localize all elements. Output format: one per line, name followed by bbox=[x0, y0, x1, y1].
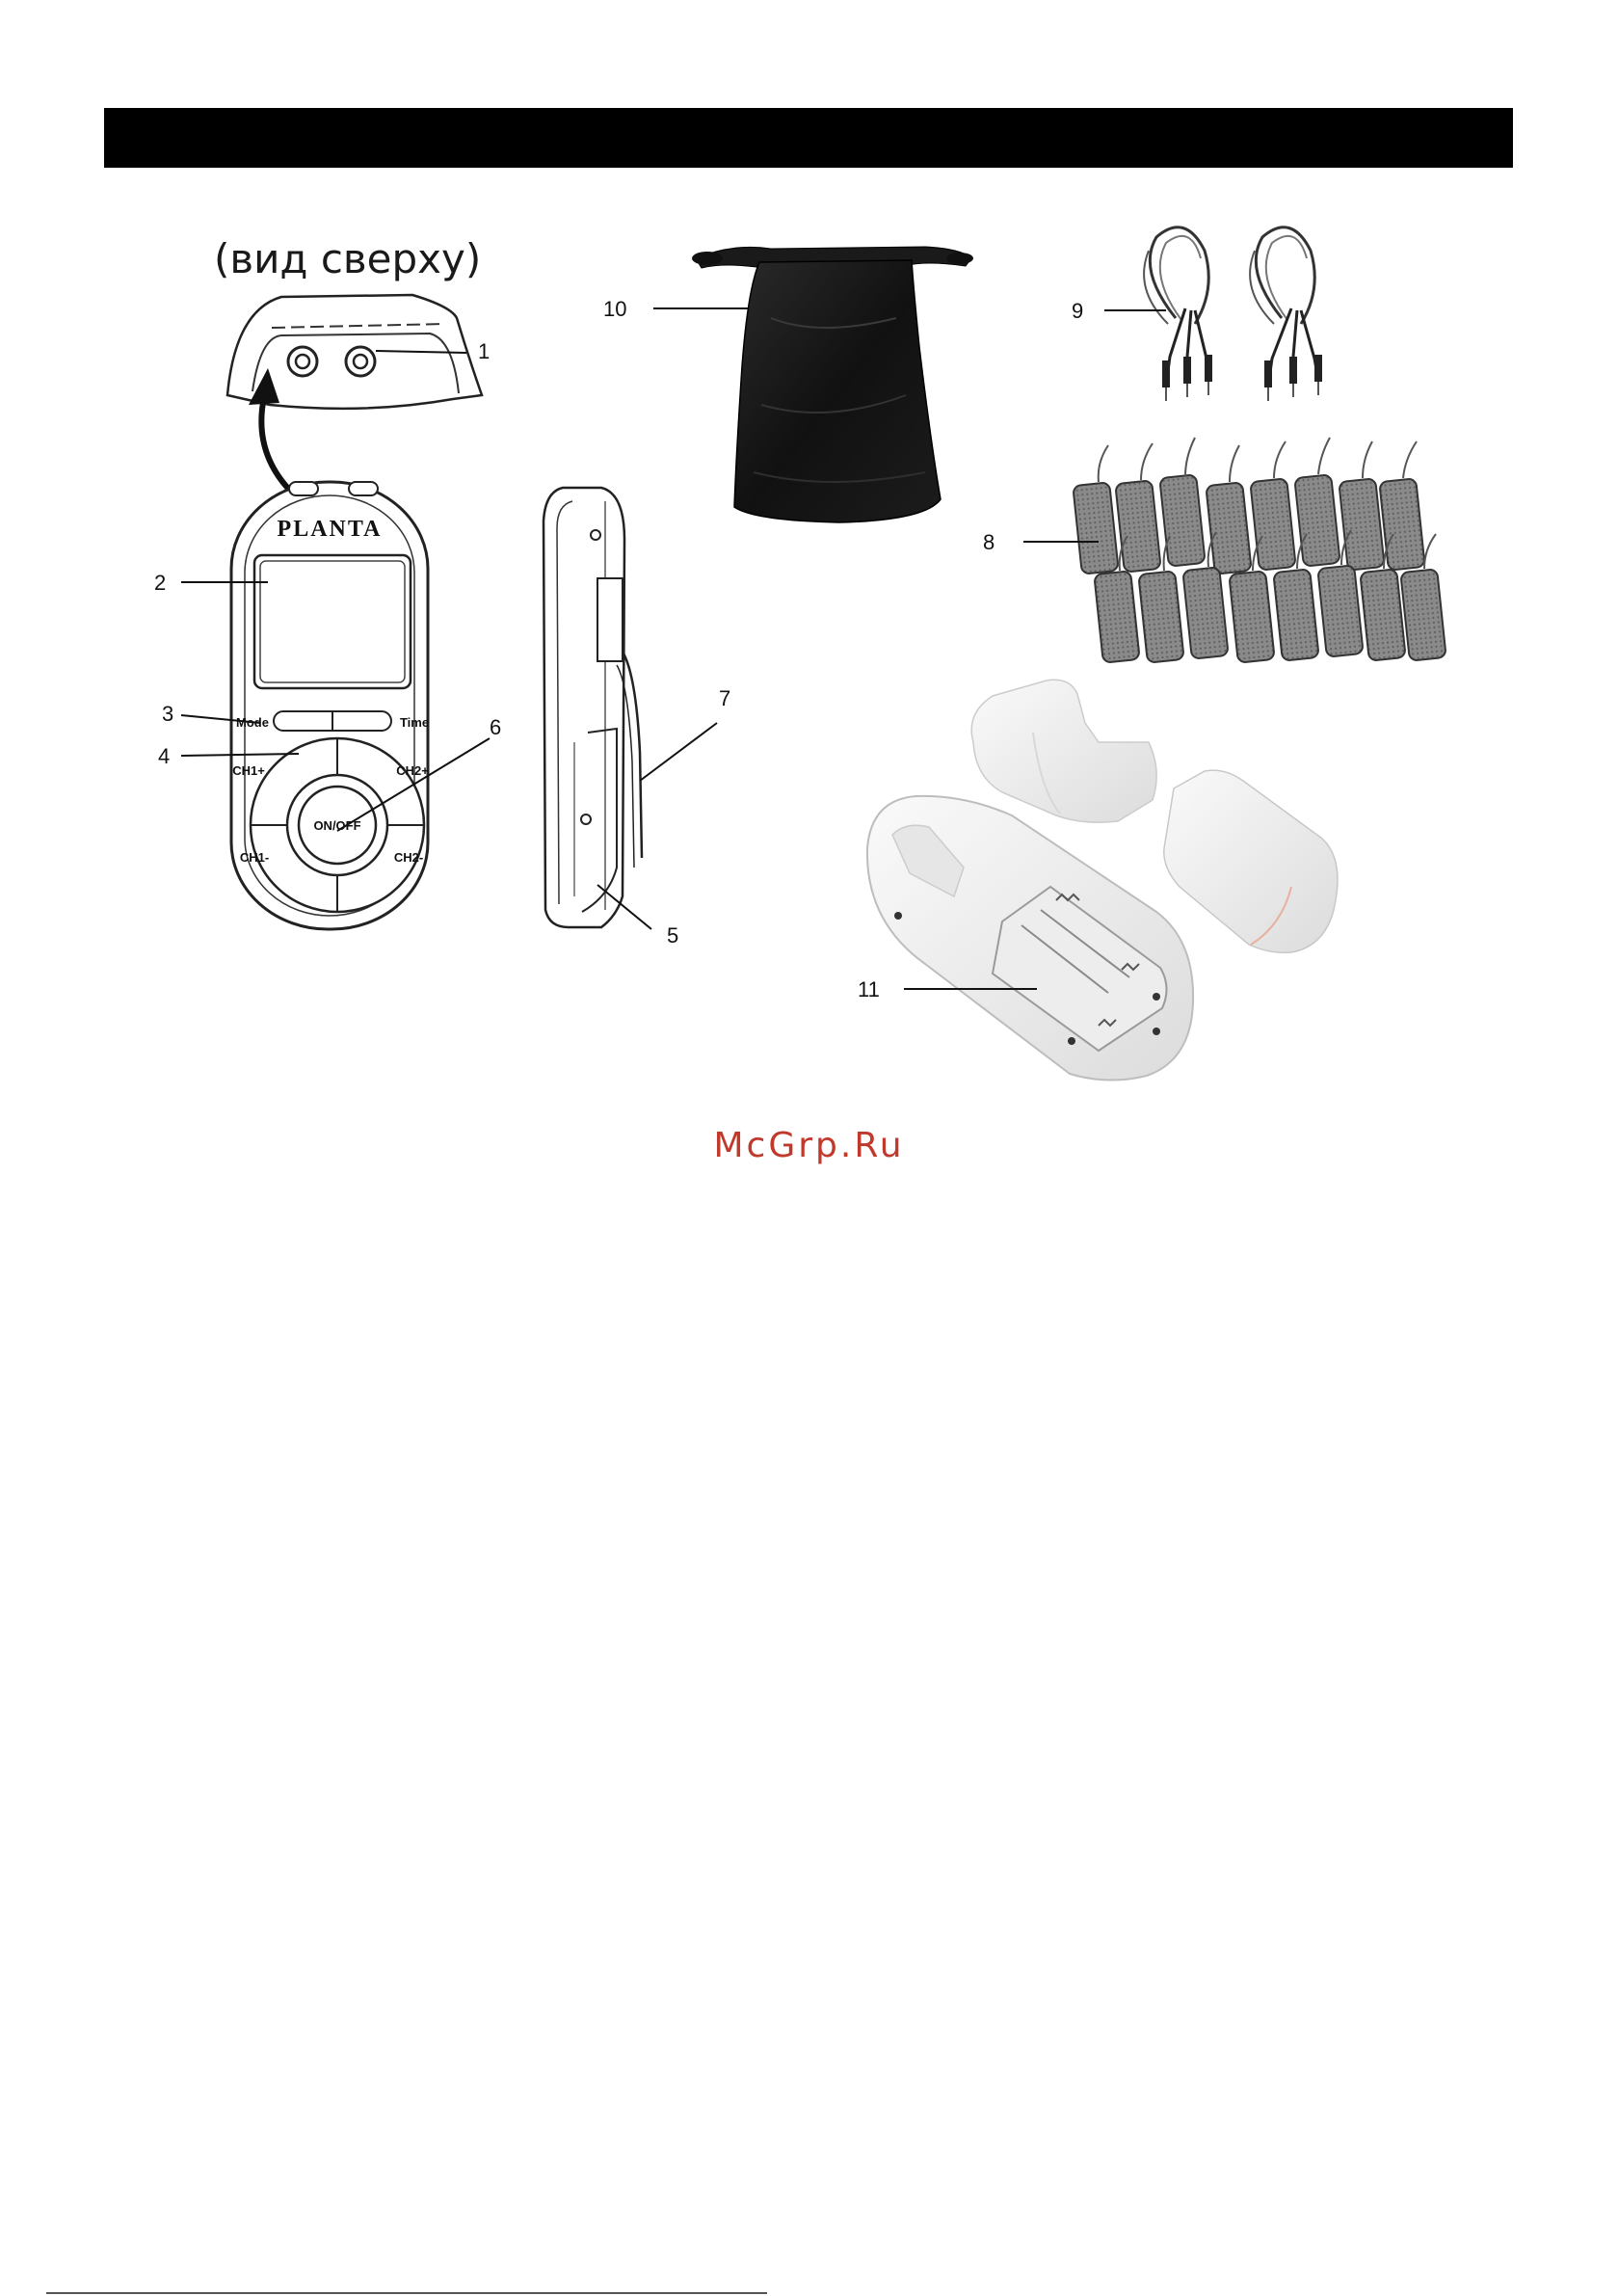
callout-6: 6 bbox=[490, 715, 501, 739]
callout-1: 1 bbox=[478, 339, 490, 363]
callout-3: 3 bbox=[162, 702, 173, 726]
electrode-jack-1 bbox=[288, 347, 317, 376]
electrode-jack-2 bbox=[346, 347, 375, 376]
ch1-plus-label: CH1+ bbox=[232, 763, 265, 778]
ch2-minus-label: CH2- bbox=[394, 850, 423, 865]
callout-8: 8 bbox=[983, 530, 995, 554]
callout-4: 4 bbox=[158, 744, 170, 768]
ch2-plus-label: CH2+ bbox=[396, 763, 429, 778]
callout-10: 10 bbox=[603, 297, 626, 321]
storage-bag bbox=[692, 247, 973, 522]
brand-logo: PLANTA bbox=[278, 517, 383, 542]
callout-7: 7 bbox=[719, 686, 730, 710]
belt-clip bbox=[971, 680, 1156, 822]
callout-5: 5 bbox=[667, 923, 678, 948]
ch1-minus-label: CH1- bbox=[240, 850, 269, 865]
electrode-pads bbox=[1073, 438, 1446, 663]
device-back-battery-compartment bbox=[867, 796, 1193, 1081]
footer-rule bbox=[46, 2292, 767, 2294]
callout-11: 11 bbox=[858, 977, 880, 1001]
callout-2: 2 bbox=[154, 571, 166, 595]
time-button-label: Time bbox=[400, 715, 429, 730]
product-components-figure: PLANTA Mode Time CH1+ CH2+ CH1- CH2- ON/… bbox=[0, 0, 1618, 1157]
battery-cover bbox=[1164, 770, 1338, 952]
callout-9: 9 bbox=[1072, 299, 1083, 323]
lead-wires bbox=[1144, 227, 1322, 401]
device-side-view bbox=[544, 488, 642, 927]
pad-row-top bbox=[1073, 438, 1424, 574]
watermark: McGrp.Ru bbox=[0, 1126, 1618, 1165]
